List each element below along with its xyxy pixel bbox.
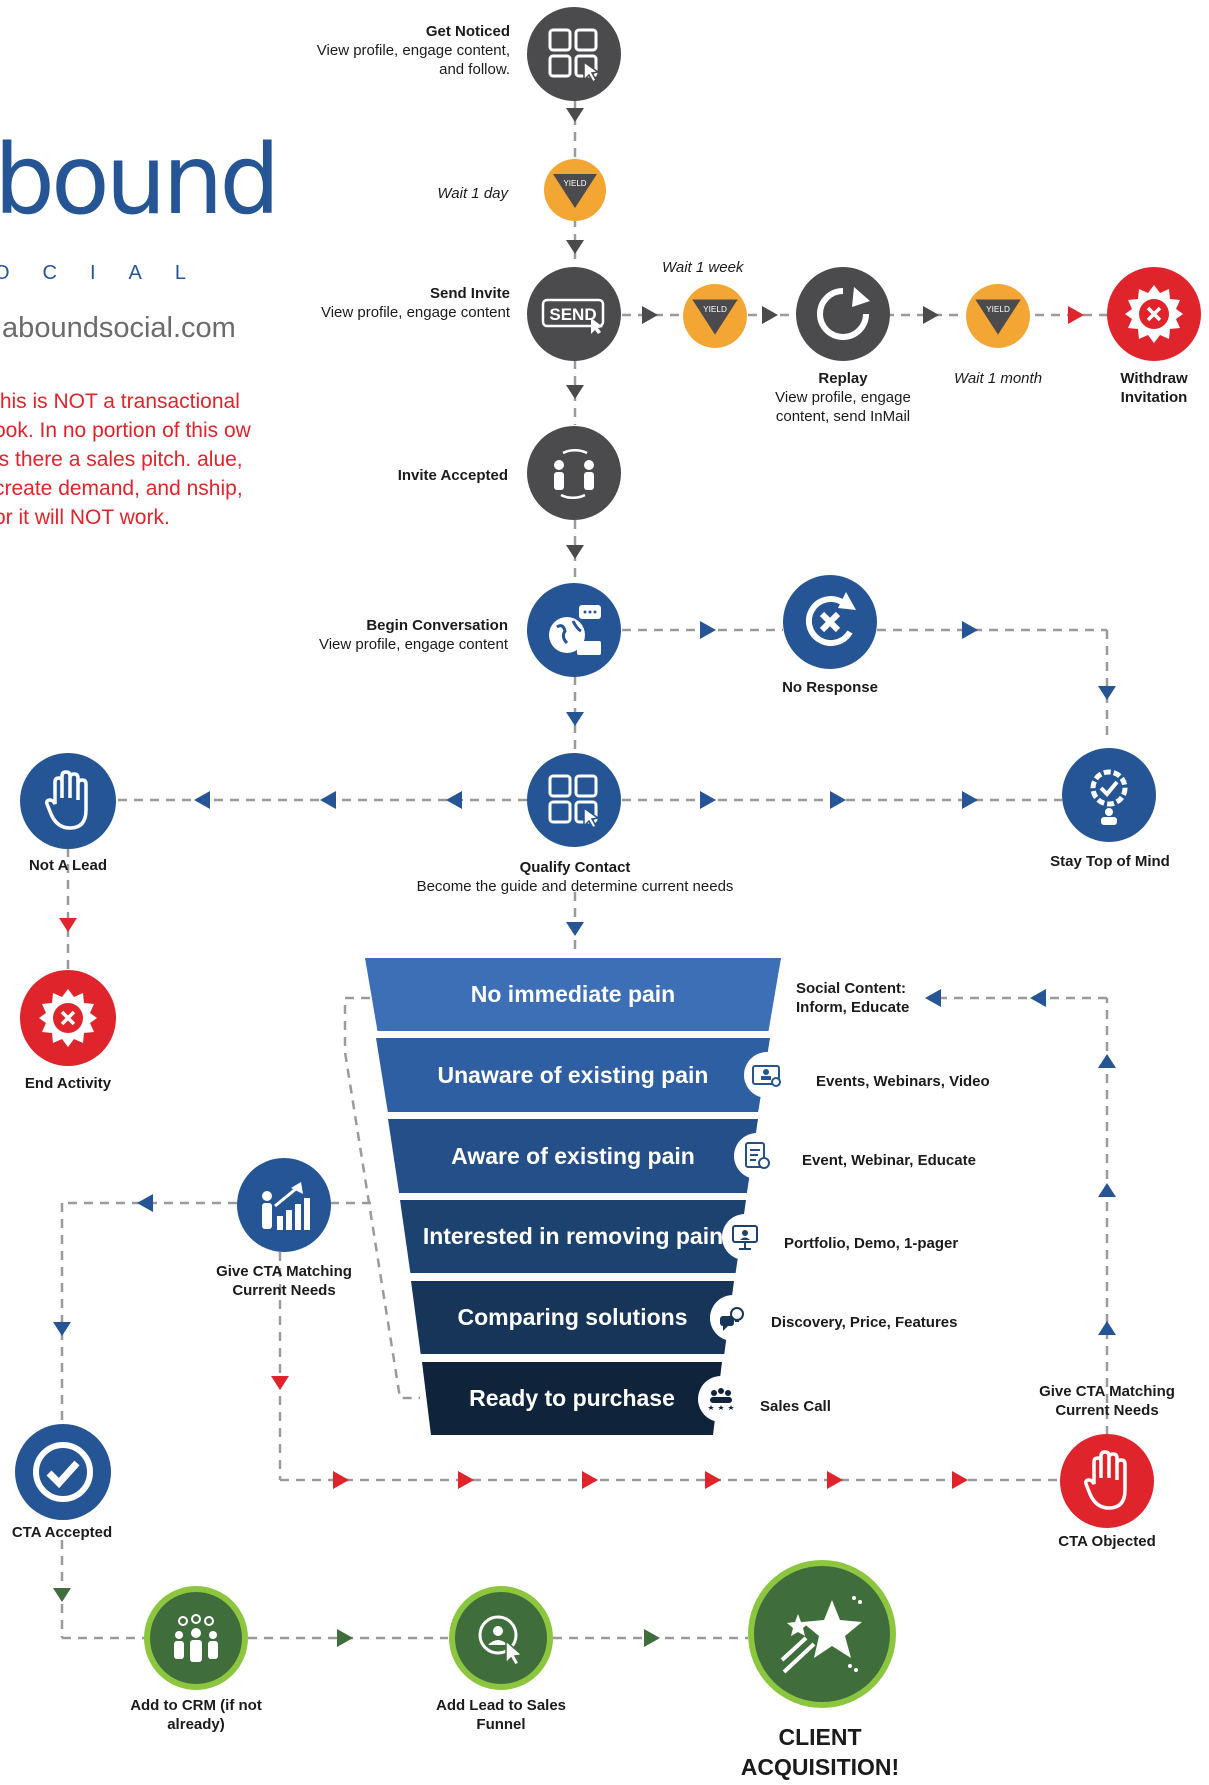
cta-accepted-node[interactable] xyxy=(15,1424,111,1520)
checkmark-circle-icon xyxy=(33,1442,93,1502)
yield-text: YIELD xyxy=(563,179,586,188)
cta-accepted-label: CTA Accepted xyxy=(11,1524,113,1541)
brand-url[interactable]: .aboundsocial.com xyxy=(0,312,236,344)
send-invite-title: Send Invite xyxy=(429,285,510,302)
not-a-lead-node[interactable] xyxy=(20,753,116,849)
funnel-stage: Ready to purchase xyxy=(422,1362,722,1435)
begin-conversation-desc: View profile, engage content xyxy=(318,636,508,653)
replay-text: Replay View profile, engage content, sen… xyxy=(760,369,926,426)
cancel-badge-icon xyxy=(1125,285,1183,343)
replay-desc: View profile, engage content, send InMai… xyxy=(775,389,911,425)
target-click-icon xyxy=(478,1615,524,1665)
brand-subtitle: OCIAL xyxy=(0,262,220,284)
funnel-stage: No immediate pain xyxy=(365,958,781,1031)
brand-logo: bound xyxy=(0,124,280,236)
give-cta-right-label: Give CTA Matching Current Needs xyxy=(1039,1383,1175,1419)
shooting-star-icon xyxy=(780,1596,862,1674)
cancel-badge-icon xyxy=(39,989,97,1047)
stay-top-label: Stay Top of Mind xyxy=(1050,853,1170,870)
cta-objected-label: CTA Objected xyxy=(1058,1533,1156,1550)
give-cta-left-label: Give CTA Matching Current Needs xyxy=(216,1263,352,1299)
funnel-stage: Aware of existing pain xyxy=(388,1119,758,1193)
funnel-content: Sales Call xyxy=(760,1398,831,1415)
send-invite-text: Send Invite View profile, engage content xyxy=(320,284,510,322)
begin-conversation-text: Begin Conversation View profile, engage … xyxy=(280,616,508,654)
withdraw-label: Withdraw Invitation xyxy=(1120,370,1188,406)
funnel-content: Event, Webinar, Educate xyxy=(802,1152,976,1169)
send-button-icon: SEND xyxy=(541,298,605,334)
replay-title: Replay xyxy=(818,370,868,387)
add-funnel-label: Add Lead to Sales Funnel xyxy=(435,1697,567,1733)
add-crm-node[interactable] xyxy=(150,1592,242,1684)
get-noticed-node[interactable] xyxy=(527,7,621,101)
replay-node[interactable] xyxy=(796,267,890,361)
funnel-stage: Interested in removing pain xyxy=(400,1200,746,1273)
no-response-node[interactable] xyxy=(783,575,877,669)
end-activity-label: End Activity xyxy=(24,1075,112,1092)
add-funnel-node[interactable] xyxy=(455,1592,547,1684)
withdraw-node[interactable] xyxy=(1107,267,1201,361)
funnel-stage: Comparing solutions xyxy=(411,1281,734,1354)
wait-day-label: Wait 1 day xyxy=(437,185,508,202)
get-noticed-text: Get Noticed View profile, engage content… xyxy=(310,22,510,79)
team-stars-icon xyxy=(698,1376,744,1422)
hand-stop-icon xyxy=(1084,1450,1127,1510)
client-acquisition-label: CLIENT ACQUISITION! xyxy=(740,1724,900,1780)
growth-chart-icon xyxy=(262,1182,310,1230)
qualify-text: Qualify Contact Become the guide and det… xyxy=(360,858,790,896)
invite-accepted-label: Invite Accepted xyxy=(397,467,508,484)
disclaimer-note: this is NOT a transactional ook. In no p… xyxy=(0,390,251,529)
yield-icon: YIELD xyxy=(682,283,748,354)
funnel-content: Events, Webinars, Video xyxy=(816,1073,990,1090)
funnel-stage: Unaware of existing pain xyxy=(376,1038,770,1112)
gear-person-icon xyxy=(1090,769,1128,825)
send-invite-desc: View profile, engage content xyxy=(320,304,510,321)
send-icon-text: SEND xyxy=(549,305,596,324)
qualify-title: Qualify Contact xyxy=(519,859,631,876)
no-response-icon xyxy=(805,592,856,647)
client-acquisition-node[interactable] xyxy=(754,1566,890,1702)
wait-month-label: Wait 1 month xyxy=(953,370,1043,387)
no-response-label: No Response xyxy=(782,679,878,696)
idea-chat-icon xyxy=(710,1295,756,1341)
yield-icon: YIELD xyxy=(543,158,607,227)
get-noticed-desc: View profile, engage content, and follow… xyxy=(316,42,510,78)
wait-week-label: Wait 1 week xyxy=(662,259,744,276)
people-exchange-icon xyxy=(554,449,594,499)
presentation-icon xyxy=(722,1214,768,1260)
yield-icon: YIELD xyxy=(965,283,1031,354)
add-crm-label: Add to CRM (if not already) xyxy=(130,1697,262,1733)
funnel-content: Discovery, Price, Features xyxy=(771,1314,958,1331)
funnel-content: Social Content: Inform, Educate xyxy=(796,980,910,1016)
id-card-icon xyxy=(744,1052,790,1098)
funnel-content: Portfolio, Demo, 1-pager xyxy=(784,1235,959,1252)
group-people-icon xyxy=(174,1614,218,1662)
globe-chat-icon xyxy=(549,605,601,655)
end-activity-node[interactable] xyxy=(20,970,116,1066)
stay-top-node[interactable] xyxy=(1062,748,1156,842)
qualify-desc: Become the guide and determine current n… xyxy=(416,878,734,895)
hand-stop-icon xyxy=(45,770,88,830)
invite-accepted-node[interactable] xyxy=(527,426,621,520)
cta-objected-node[interactable] xyxy=(1060,1434,1154,1528)
send-invite-node[interactable]: SEND xyxy=(527,267,621,361)
get-noticed-title: Get Noticed xyxy=(425,23,510,40)
not-a-lead-label: Not A Lead xyxy=(28,857,108,874)
give-cta-left-node[interactable] xyxy=(237,1158,331,1252)
certificate-icon xyxy=(734,1133,780,1179)
begin-conversation-node[interactable] xyxy=(527,583,621,677)
begin-conversation-title: Begin Conversation xyxy=(366,617,508,634)
qualify-node[interactable] xyxy=(527,753,621,847)
replay-icon xyxy=(817,287,870,340)
yield-text: YIELD xyxy=(986,305,1010,314)
grid-cursor-icon xyxy=(548,28,600,82)
grid-cursor-icon xyxy=(548,774,600,828)
yield-text: YIELD xyxy=(703,305,727,314)
